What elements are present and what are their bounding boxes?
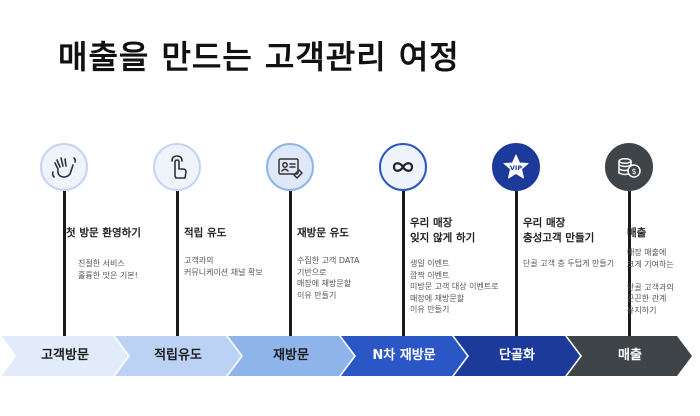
chevron-segment [2, 336, 128, 376]
timeline-connector [176, 191, 179, 342]
page-title: 매출을 만드는 고객관리 여정 [58, 38, 460, 76]
stage-description: 친절한 서비스 훌륭한 맛은 기본! [78, 259, 138, 280]
stage-description: 매장 매출에 크게 기여하는 단골 고객과의 끈끈한 관계 유지하기 [627, 248, 674, 315]
stage-description: 생일 이벤트 깜짝 이벤트 미방문 고객 대상 이벤트로 매장에 재방문할 이유… [410, 259, 499, 314]
stage-description: 단골 고객 층 두텁게 만들기 [523, 259, 615, 268]
stage-heading: 우리 매장 충성고객 만들기 [523, 217, 595, 244]
stage-heading: 우리 매장 잊지 않게 하기 [410, 217, 476, 244]
stage-heading: 매출 [627, 227, 647, 239]
svg-text:$: $ [631, 167, 636, 176]
timeline-connector [402, 191, 405, 342]
chevron-label: 적립유도 [154, 348, 202, 363]
timeline-connector [289, 191, 292, 342]
timeline-connector [628, 191, 631, 342]
waving-hand-icon [40, 143, 88, 191]
chevron-segment [567, 336, 692, 376]
chevron-label: 고객방문 [41, 348, 89, 363]
chevron-label: 매출 [618, 348, 642, 363]
chevron-segment [454, 336, 580, 376]
chevron-label: 단골화 [499, 348, 535, 363]
stage-heading: 첫 방문 환영하기 [66, 227, 141, 239]
chevron-label: N차 재방문 [372, 348, 436, 363]
timeline-connector [515, 191, 518, 342]
stage-description: 수집한 고객 DATA 기반으로 매장에 재방문할 이유 만들기 [297, 256, 360, 300]
tap-finger-icon [153, 143, 201, 191]
chevron-segment [341, 336, 467, 376]
stage-description: 고객과의 커뮤니케이션 채널 확보 [184, 256, 263, 277]
infinity-icon [379, 143, 427, 191]
stage-heading: 적립 유도 [184, 227, 227, 239]
timeline-connector [63, 191, 66, 342]
svg-text:VIP: VIP [510, 164, 522, 172]
vip-star-icon: VIP [492, 143, 540, 191]
chevron-label: 재방문 [273, 348, 309, 363]
stage-heading: 재방문 유도 [297, 227, 349, 239]
coins-icon: $ [605, 143, 653, 191]
chevron-segment [228, 336, 354, 376]
customer-card-icon [266, 143, 314, 191]
journey-chevron-bar [2, 336, 692, 376]
chevron-segment [115, 336, 241, 376]
